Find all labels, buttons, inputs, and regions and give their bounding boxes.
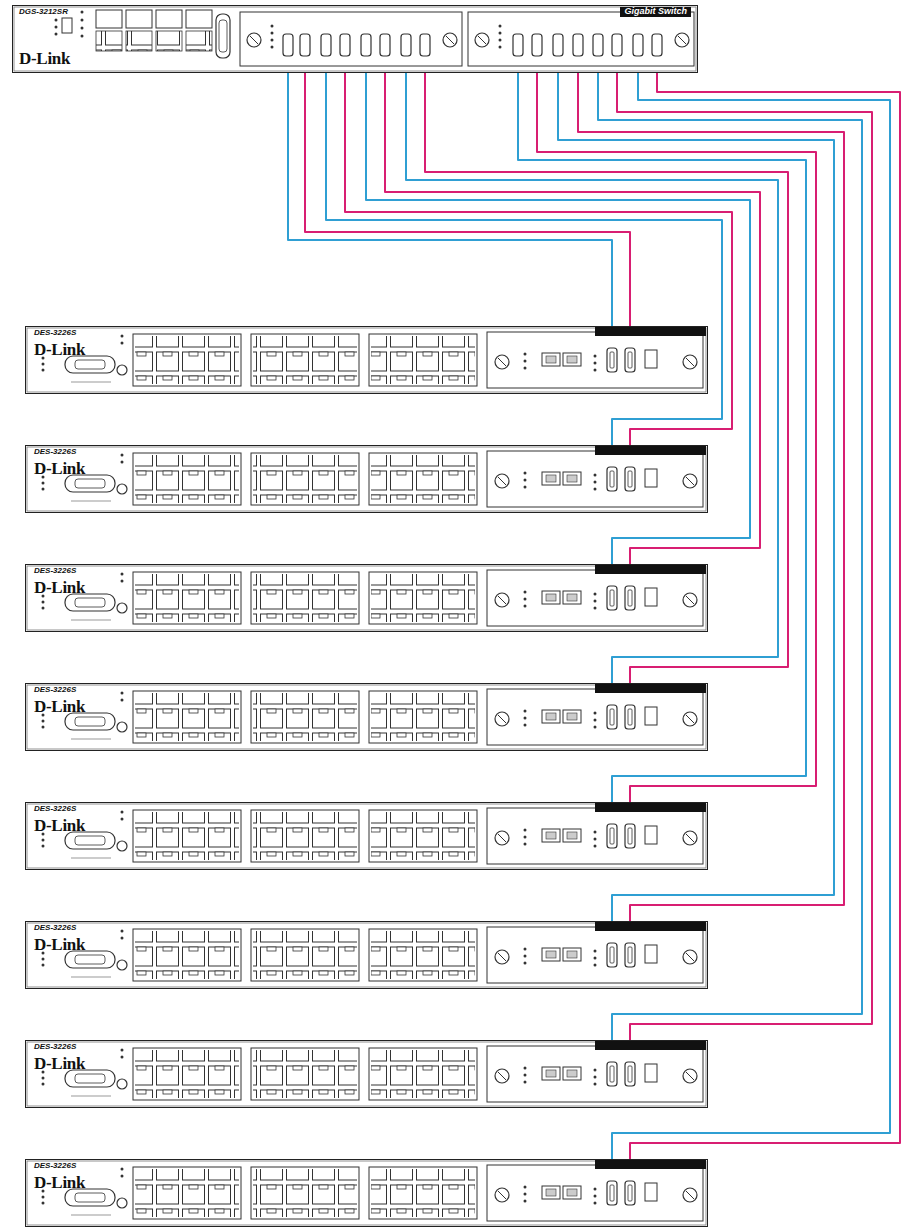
gigabit-switch: DGS-3212SR D-Link Gigabit Switch bbox=[12, 5, 698, 73]
stacking-cable bbox=[366, 73, 750, 564]
stacking-cable bbox=[385, 73, 760, 564]
stacking-cable bbox=[617, 73, 872, 1040]
brand-logo: D-Link bbox=[19, 50, 70, 69]
ethernet-switch: DES-3226S D-Link bbox=[25, 1040, 708, 1108]
brand-logo: D-Link bbox=[34, 579, 85, 598]
ethernet-switch: DES-3226S D-Link bbox=[25, 1159, 708, 1227]
model-name: DGS-3212SR bbox=[19, 8, 68, 17]
brand-logo: D-Link bbox=[34, 698, 85, 717]
model-name: DES-3226S bbox=[34, 805, 76, 814]
stacking-cable bbox=[518, 73, 806, 802]
stacking-cable bbox=[598, 73, 862, 1040]
product-banner: Gigabit Switch bbox=[620, 7, 691, 17]
brand-logo: D-Link bbox=[34, 341, 85, 360]
model-name: DES-3226S bbox=[34, 567, 76, 576]
model-name: DES-3226S bbox=[34, 448, 76, 457]
ethernet-switch: DES-3226S D-Link bbox=[25, 683, 708, 751]
brand-logo: D-Link bbox=[34, 1055, 85, 1074]
brand-logo: D-Link bbox=[34, 460, 85, 479]
brand-logo: D-Link bbox=[34, 817, 85, 836]
model-name: DES-3226S bbox=[34, 1043, 76, 1052]
model-name: DES-3226S bbox=[34, 686, 76, 695]
model-name: DES-3226S bbox=[34, 1162, 76, 1171]
stacking-cable bbox=[406, 73, 778, 683]
brand-logo: D-Link bbox=[34, 1174, 85, 1193]
stacking-cable bbox=[630, 73, 900, 1159]
stacking-cable bbox=[425, 73, 788, 683]
ethernet-switch: DES-3226S D-Link bbox=[25, 326, 708, 394]
stacking-cable bbox=[558, 73, 834, 921]
stacking-cable bbox=[537, 73, 816, 802]
ethernet-switch: DES-3226S D-Link bbox=[25, 802, 708, 870]
ethernet-switch: DES-3226S D-Link bbox=[25, 445, 708, 513]
model-name: DES-3226S bbox=[34, 924, 76, 933]
model-name: DES-3226S bbox=[34, 329, 76, 338]
stacking-cable bbox=[578, 73, 844, 921]
ethernet-switch: DES-3226S D-Link bbox=[25, 564, 708, 632]
stacking-cable bbox=[345, 73, 732, 445]
stacking-cable bbox=[612, 73, 890, 1159]
ethernet-switch: DES-3226S D-Link bbox=[25, 921, 708, 989]
brand-logo: D-Link bbox=[34, 936, 85, 955]
